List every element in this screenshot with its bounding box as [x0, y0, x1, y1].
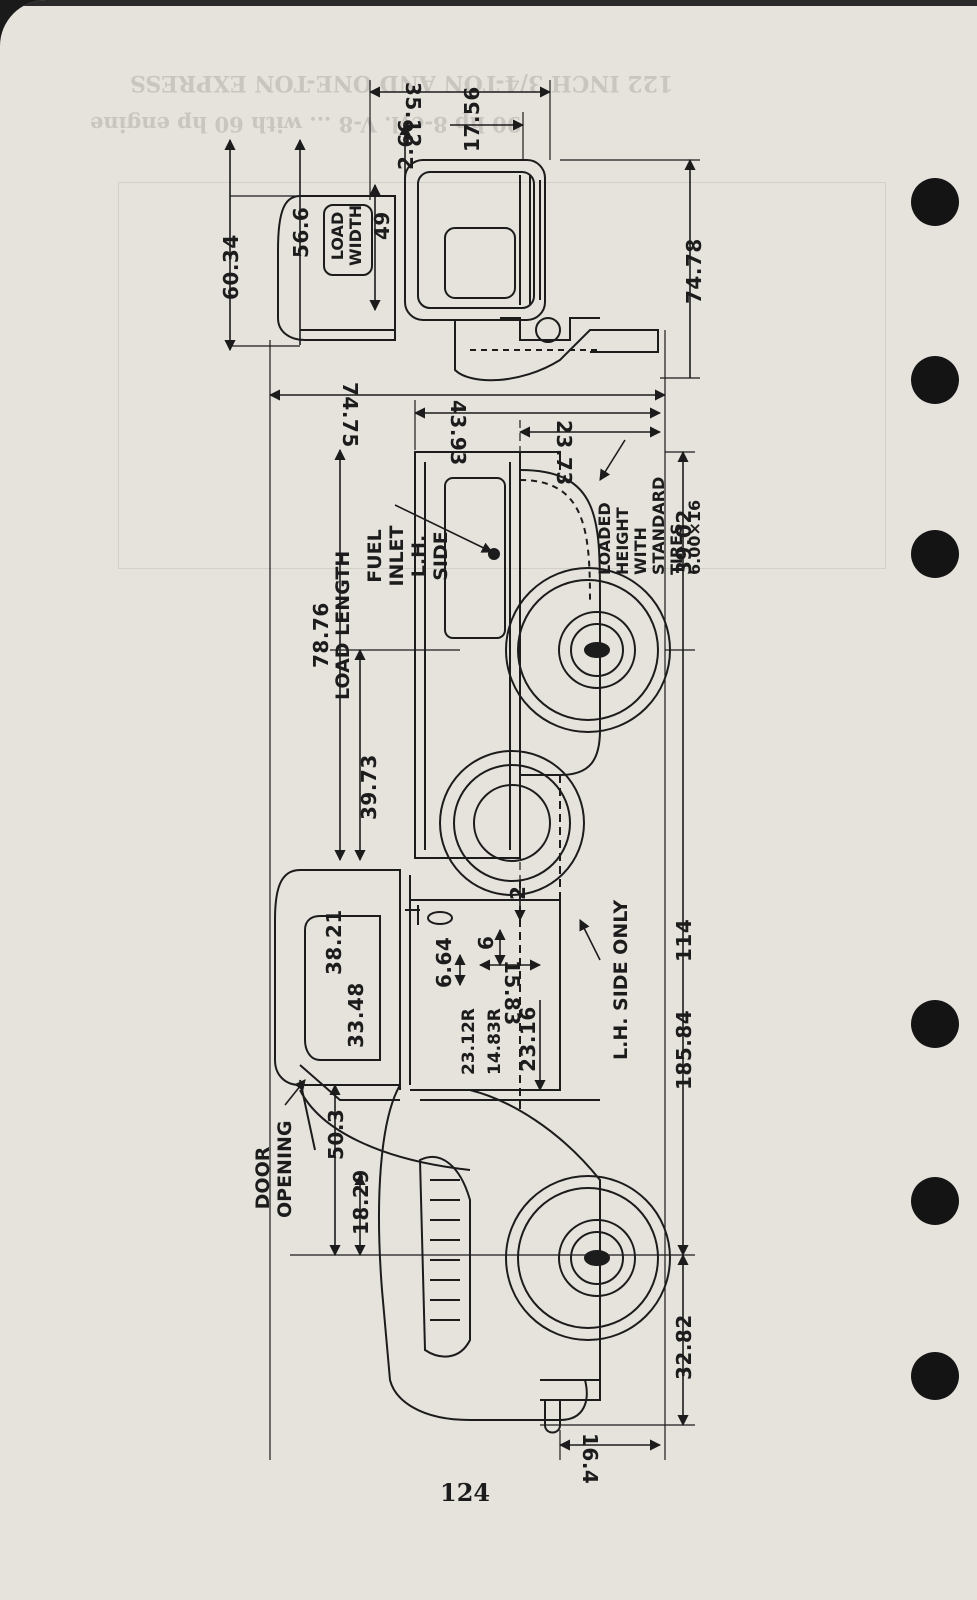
show-through-photo-frame [118, 182, 886, 569]
dimension-label: 56.6 [289, 206, 313, 258]
binder-hole-icon [911, 530, 959, 578]
dimension-label: 114 [672, 918, 696, 962]
dimension-label: 35.12 [401, 82, 425, 148]
dimension-label: 43.93 [446, 400, 470, 466]
truck-rear-view-drawing [230, 159, 659, 382]
binder-hole-icon [911, 1177, 959, 1225]
dimension-label: 78.76 [309, 602, 333, 668]
dimension-label: 74.75 [338, 382, 362, 448]
dimension-label: 17.56 [460, 86, 484, 152]
load-length-label: LOAD LENGTH [332, 550, 354, 700]
load-width-label: LOAD WIDTH [328, 204, 365, 266]
dimension-label: 74.78 [682, 238, 706, 304]
load-width-box [323, 204, 373, 276]
dimension-label: 38.21 [322, 909, 346, 975]
page-number: 124 [440, 1478, 491, 1507]
dimension-label: 6 [474, 935, 498, 950]
dimension-label: 39.02 [672, 509, 696, 575]
dimension-label: 23.16 [516, 1006, 540, 1072]
binder-hole-icon [911, 1352, 959, 1400]
dimension-label: 23.12R [459, 1008, 479, 1075]
lh-side-only-label: L.H. SIDE ONLY [610, 899, 632, 1060]
dimension-label: 32.82 [672, 1314, 696, 1380]
dimension-label: 49 [370, 211, 394, 240]
fuel-inlet-label: FUEL INLET L.H. SIDE [364, 525, 452, 587]
dimension-label: 50.3 [324, 1108, 348, 1160]
dimension-label: 39.73 [357, 754, 381, 820]
binder-hole-icon [911, 1000, 959, 1048]
dimension-label: 185.84 [672, 1009, 696, 1090]
dimension-label: 6.64 [432, 936, 456, 988]
dimension-label: 33.48 [344, 982, 368, 1048]
dimension-label: 60.34 [219, 234, 243, 300]
truck-side-view-drawing [274, 451, 671, 1434]
binder-hole-icon [911, 356, 959, 404]
page-edge-shadow [0, 0, 977, 6]
dimension-label: 14.83R [485, 1008, 505, 1075]
dimension-label: 2 [506, 885, 530, 900]
dimension-label: 23.73 [552, 420, 576, 486]
door-opening-label: DOOR OPENING [252, 1120, 296, 1218]
dimension-label: 16.4 [578, 1433, 602, 1485]
binder-hole-icon [911, 178, 959, 226]
dimension-label: 18.29 [349, 1169, 373, 1235]
